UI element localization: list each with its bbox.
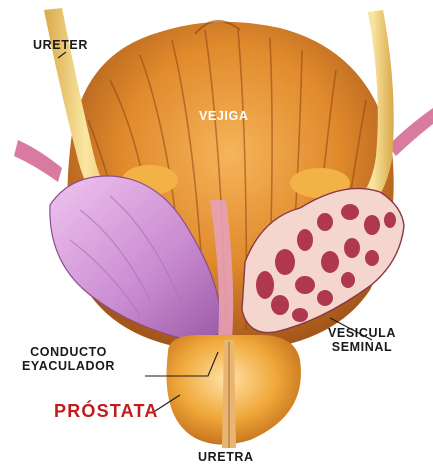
label-vejiga: VEJIGA — [199, 109, 248, 123]
label-vesicula-line1: VESICULA — [328, 326, 396, 340]
label-prostata: PRÓSTATA — [54, 401, 159, 422]
label-conducto-line2: EYACULADOR — [22, 359, 115, 373]
label-conducto-eyaculador: CONDUCTO EYACULADOR — [22, 345, 115, 374]
left-vas-deferens — [14, 140, 62, 182]
label-conducto-line1: CONDUCTO — [22, 345, 115, 359]
label-ureter: URETER — [33, 38, 88, 52]
label-uretra: URETRA — [198, 450, 254, 464]
label-vesicula-line2: SEMINAL — [328, 340, 396, 354]
right-vas-deferens — [388, 108, 433, 156]
label-vesicula-seminal: VESICULA SEMINAL — [328, 326, 396, 355]
